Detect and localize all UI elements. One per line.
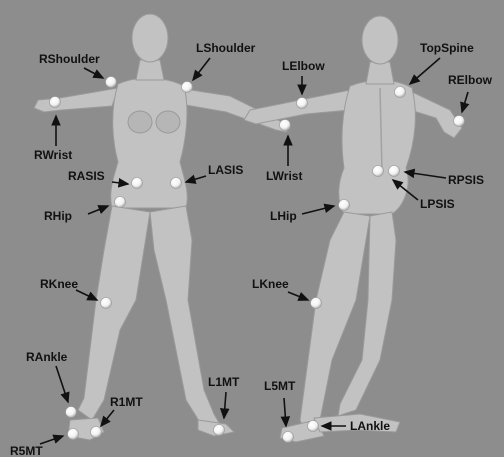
label-topspine: TopSpine	[420, 41, 474, 55]
marker-lasis[interactable]	[171, 178, 182, 189]
label-rknee: RKnee	[40, 277, 78, 291]
marker-rhip[interactable]	[115, 197, 126, 208]
label-r5mt: R5MT	[10, 444, 43, 457]
marker-lpsis[interactable]	[373, 166, 384, 177]
label-lelbow: LElbow	[282, 59, 325, 73]
marker-r1mt[interactable]	[91, 427, 102, 438]
label-relbow: RElbow	[448, 73, 493, 87]
label-rwrist: RWrist	[34, 148, 72, 162]
marker-lwrist[interactable]	[280, 120, 291, 131]
label-lhip: LHip	[270, 209, 297, 223]
label-l5mt: L5MT	[264, 379, 296, 393]
marker-rshoulder[interactable]	[106, 77, 117, 88]
label-lknee: LKnee	[252, 277, 289, 291]
marker-l5mt[interactable]	[283, 432, 294, 443]
marker-rpsis[interactable]	[389, 166, 400, 177]
label-rhip: RHip	[44, 209, 72, 223]
label-lshoulder: LShoulder	[196, 41, 256, 55]
label-l1mt: L1MT	[208, 375, 240, 389]
label-rshoulder: RShoulder	[39, 52, 100, 66]
marker-rankle[interactable]	[66, 407, 77, 418]
label-rpsis: RPSIS	[448, 173, 484, 187]
label-lasis: LASIS	[208, 163, 243, 177]
label-lankle: LAnkle	[350, 419, 390, 433]
label-lwrist: LWrist	[266, 169, 302, 183]
marker-relbow[interactable]	[454, 116, 465, 127]
label-rasis: RASIS	[68, 169, 105, 183]
marker-lshoulder[interactable]	[182, 82, 193, 93]
label-rankle: RAnkle	[26, 350, 68, 364]
label-r1mt: R1MT	[110, 395, 143, 409]
marker-rwrist[interactable]	[50, 97, 61, 108]
marker-lankle[interactable]	[308, 421, 319, 432]
marker-lhip[interactable]	[339, 200, 350, 211]
marker-rknee[interactable]	[101, 298, 112, 309]
marker-rasis[interactable]	[132, 178, 143, 189]
marker-lelbow[interactable]	[297, 98, 308, 109]
marker-lknee[interactable]	[311, 298, 322, 309]
marker-r5mt[interactable]	[68, 429, 79, 440]
marker-topspine[interactable]	[395, 87, 406, 98]
label-lpsis: LPSIS	[420, 197, 455, 211]
marker-l1mt[interactable]	[214, 425, 225, 436]
